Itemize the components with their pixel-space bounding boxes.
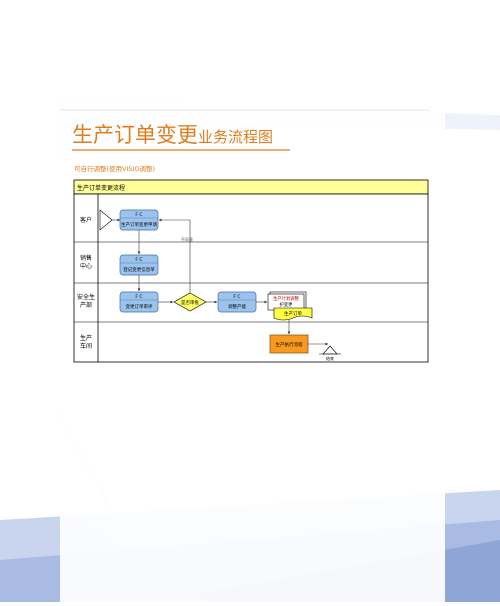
safety-task-tag: F C [135,294,142,300]
decision-label: 是否审批 [181,299,199,306]
lane-label-customer: 客户 [80,216,92,224]
plan-change-doc-line1: 生产计划调整 [273,295,299,302]
workshop-task-label: 生产执行流程 [276,341,303,348]
connectors [137,218,329,346]
production-order-doc [273,307,313,321]
sales-task-tag: F C [135,257,142,263]
flowchart: 生产订单变更流程 客户 销售中心 安全生产部 生产车间 F C 生产订单变更申请… [73,179,429,363]
production-order-label: 生产订单 [284,310,302,317]
end-label: 结束 [326,355,334,361]
decision-diamond [173,292,207,312]
customer-task-label: 生产订单变更申请 [121,221,157,228]
adjust-task-tag: F C [233,294,240,300]
customer-task-tag: F C [135,212,142,218]
adjust-note: 可自行调整(使用VISIO调整) [74,164,155,173]
start-triangle [99,209,113,231]
safety-task-label: 变更订单审评 [126,303,153,310]
lane-label-workshop: 生产车间 [80,334,92,350]
sales-task-label: 登记变更信息单 [123,266,155,273]
lane-label-sales: 销售中心 [80,254,92,270]
flowchart-header: 生产订单变更流程 [77,184,125,192]
lane-label-safety: 安全生产部 [77,293,95,309]
adjust-task-label: 调整产能 [228,303,246,310]
plan-change-doc-line2: 护变更 [280,301,294,308]
title-main: 生产订单变更业务流程图 [72,123,273,147]
reject-label: 不同意 [181,236,193,242]
